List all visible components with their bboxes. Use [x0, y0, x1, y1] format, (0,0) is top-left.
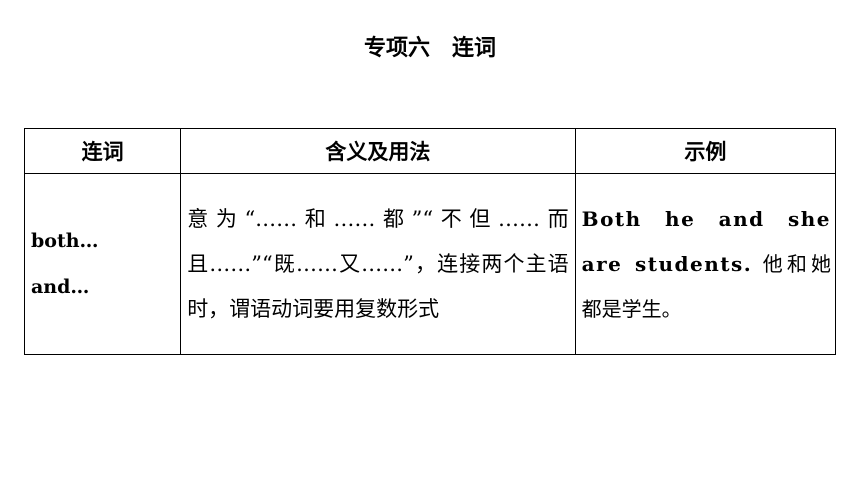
example-cell: Both he and she are students. 他和她都是学生。 [574, 173, 837, 355]
conjunction-cell: both… and… [23, 173, 182, 355]
conjunction-table: 连词 含义及用法 示例 both… and… 意为“……和……都”“不但……而且… [23, 128, 837, 355]
example-chinese: 他和她都是学生。 [581, 251, 832, 321]
conjunction-word: both… and… [25, 218, 180, 310]
header-meaning-usage: 含义及用法 [180, 128, 576, 174]
example-text: Both he and she are students. 他和她都是学生。 [576, 197, 835, 332]
header-conjunction: 连词 [23, 128, 182, 174]
table-header-row: 连词 含义及用法 示例 [23, 128, 837, 174]
conjunction-word-line: both… [31, 230, 99, 252]
header-example: 示例 [574, 128, 837, 174]
conjunction-word-line: and… [31, 276, 90, 298]
usage-cell: 意为“……和……都”“不但……而且……”“既……又……”，连接两个主语时，谓语动… [180, 173, 576, 355]
usage-text: 意为“……和……都”“不但……而且……”“既……又……”，连接两个主语时，谓语动… [187, 206, 569, 321]
example-english: Both he and she are students. [581, 206, 831, 276]
table-row: both… and… 意为“……和……都”“不但……而且……”“既……又……”，… [23, 173, 837, 355]
page-title: 专项六 连词 [363, 36, 496, 61]
